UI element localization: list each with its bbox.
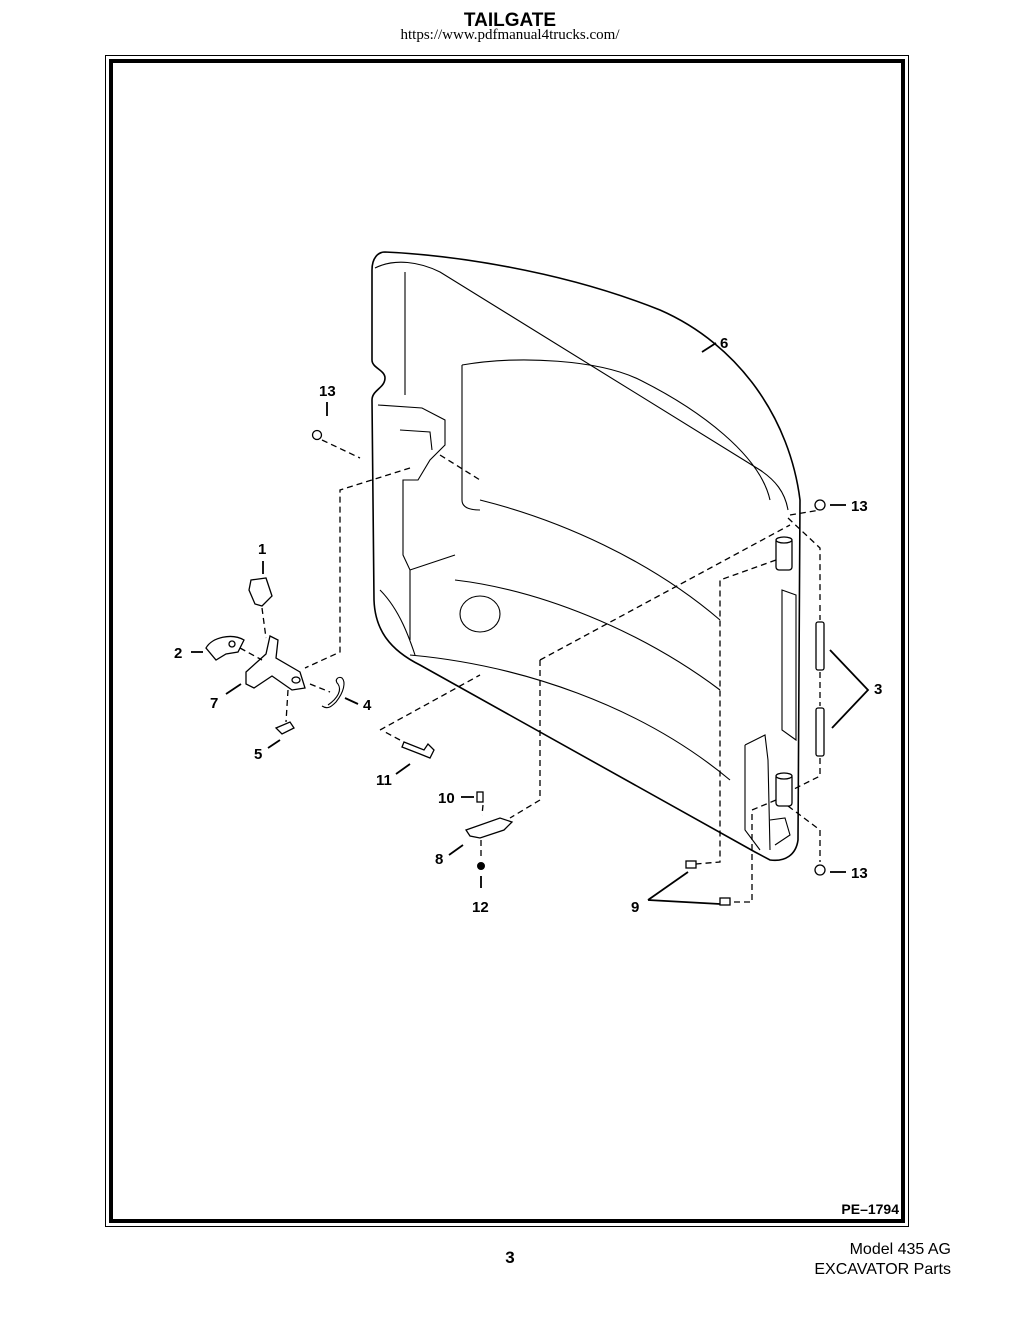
- callout-3: 3: [874, 681, 882, 698]
- callout-12: 12: [472, 899, 489, 916]
- part-5-pin: [274, 721, 295, 735]
- part-3-pin-lower: [815, 707, 825, 757]
- callout-labels: 13 6 13 1 2 3 7 4 5 11 10 8 13 12 9: [174, 335, 882, 916]
- diagram-code: PE–1794: [841, 1201, 899, 1217]
- callout-8: 8: [435, 851, 443, 868]
- part-9-fitting-lower: [719, 897, 731, 906]
- part-8-bracket: [464, 817, 514, 839]
- part-3-pin-upper: [815, 621, 825, 671]
- manual-type: EXCAVATOR Parts: [814, 1261, 951, 1278]
- hardware-parts: [205, 429, 826, 906]
- part-11-bolt: [401, 741, 435, 759]
- diagram-frame: [109, 59, 905, 1223]
- source-url[interactable]: https://www.pdfmanual4trucks.com/: [400, 27, 620, 43]
- tailgate-panel: [371, 251, 801, 862]
- callout-6: 6: [720, 335, 728, 352]
- part-13-nut-right-top: [814, 499, 826, 511]
- callout-2: 2: [174, 645, 182, 662]
- part-2-cam: [205, 635, 245, 661]
- leader-lines: [191, 342, 870, 905]
- callout-5: 5: [254, 746, 262, 763]
- callout-13-right-bottom: 13: [851, 865, 868, 882]
- part-13-nut-right-bottom: [814, 864, 826, 876]
- part-12-nut: [477, 862, 485, 870]
- callout-13-right-top: 13: [851, 498, 868, 515]
- callout-11: 11: [376, 772, 392, 789]
- part-10-screw: [476, 791, 484, 803]
- callout-10: 10: [438, 790, 455, 807]
- page-number: 3: [505, 1248, 515, 1267]
- diagram-frame-outer: [105, 55, 909, 1227]
- assembly-lines: [239, 439, 821, 903]
- part-4-spring: [321, 676, 345, 709]
- part-13-nut-left: [311, 429, 323, 441]
- callout-7: 7: [210, 695, 218, 712]
- part-7-latch: [245, 635, 306, 691]
- callout-13-left: 13: [319, 383, 336, 400]
- callout-9: 9: [631, 899, 639, 916]
- model-info: Model 435 AG EXCAVATOR Parts: [814, 1240, 951, 1280]
- part-9-fitting-upper: [685, 860, 697, 869]
- callout-1: 1: [258, 541, 266, 558]
- page-title: TAILGATE: [463, 10, 557, 31]
- part-1-knob: [248, 577, 273, 607]
- callout-4: 4: [363, 697, 372, 714]
- model-name: Model 435 AG: [849, 1241, 951, 1258]
